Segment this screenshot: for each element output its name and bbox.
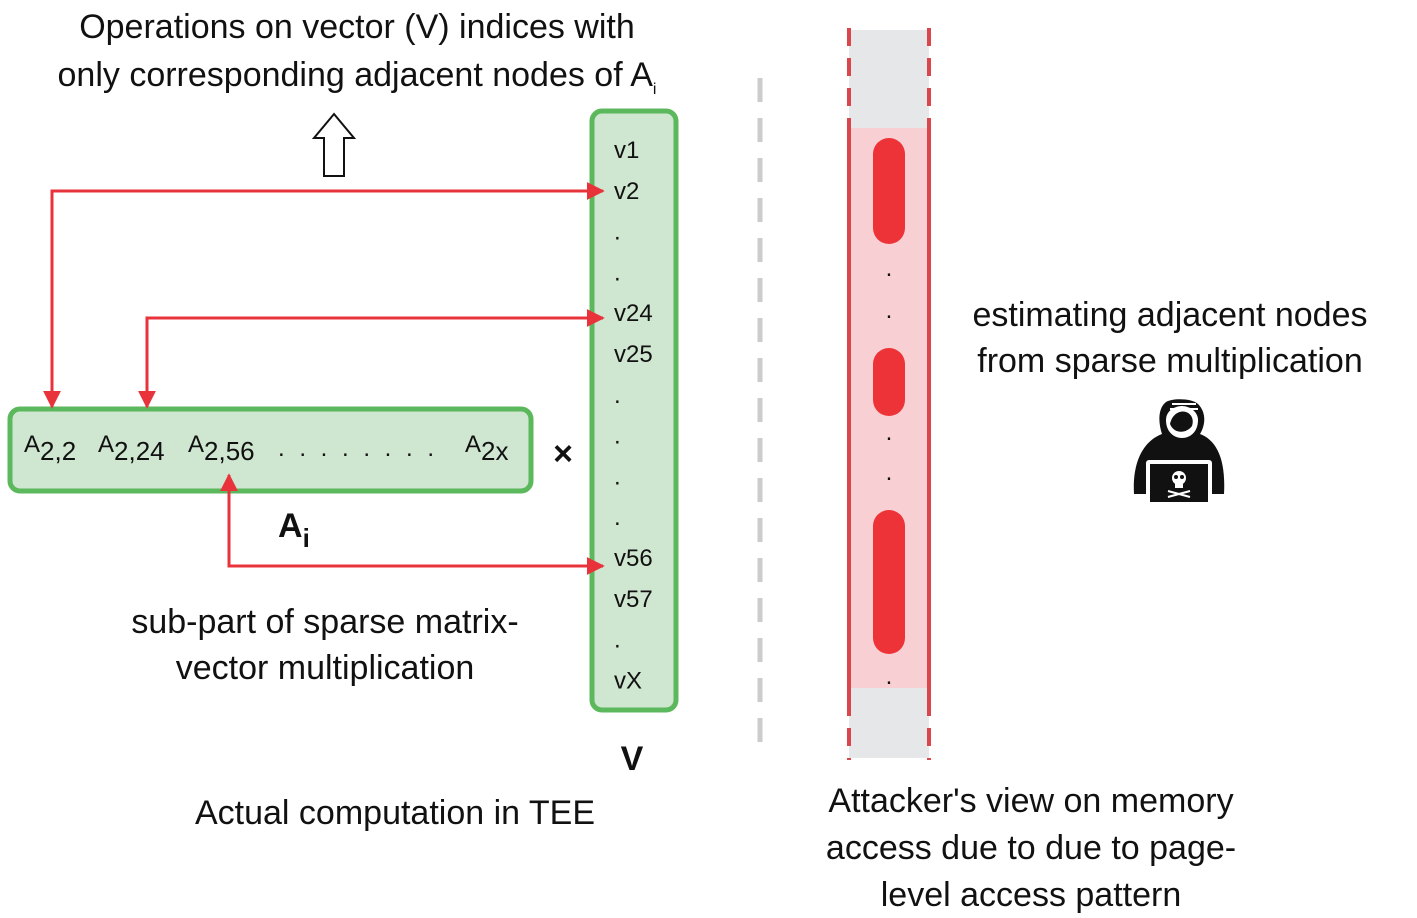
memory-access-block-2 xyxy=(873,348,905,416)
vector-entry: v24 xyxy=(614,300,653,327)
memory-access-block-3 xyxy=(873,510,905,654)
memory-access-block-1 xyxy=(873,138,905,244)
memory-dot: . xyxy=(886,297,893,324)
attacker-caption-line1: estimating adjacent nodes xyxy=(972,296,1367,334)
hacker-icon xyxy=(1133,399,1225,506)
multiply-symbol: × xyxy=(553,435,573,473)
top-caption-line2: only corresponding adjacent nodes of Ai xyxy=(58,56,657,98)
attacker-view-caption-line3: level access pattern xyxy=(881,876,1182,914)
arrow-a224-v24 xyxy=(138,309,605,409)
vector-entries: v1 v2.. v24 v25.... v56 v57. vX xyxy=(614,137,653,694)
vector-entry: . xyxy=(614,219,621,246)
vector-label: V xyxy=(621,740,644,778)
memory-dot: . xyxy=(886,255,893,282)
up-arrow-icon xyxy=(311,112,357,177)
attacker-view-caption-line1: Attacker's view on memory xyxy=(828,782,1233,820)
subpart-caption-line1: sub-part of sparse matrix- xyxy=(131,603,518,641)
vector-entry: . xyxy=(614,382,621,409)
vector-entry: . xyxy=(614,463,621,490)
memory-column: . . . . . xyxy=(847,28,931,760)
vector-entry: v56 xyxy=(614,545,653,572)
vector-entry: vX xyxy=(614,667,642,694)
vector-entry: v2 xyxy=(614,178,639,205)
top-caption-line1: Operations on vector (V) indices with xyxy=(79,8,635,46)
row-entry-a22: A2,2 xyxy=(24,431,76,466)
memory-grey-top xyxy=(849,30,929,128)
vector-entry: v25 xyxy=(614,341,653,368)
vector-entry: v57 xyxy=(614,586,653,613)
vector-box xyxy=(589,108,679,713)
vector-entry: . xyxy=(614,504,621,531)
arrow-a22-v2 xyxy=(43,182,605,409)
row-entry-a256: A2,56 xyxy=(188,431,255,466)
row-entry-a224: A2,24 xyxy=(98,431,165,466)
memory-dot: . xyxy=(886,663,893,690)
attacker-view-caption-line2: access due to due to page- xyxy=(826,829,1236,867)
attacker-caption-line2: from sparse multiplication xyxy=(977,342,1362,380)
tee-caption: Actual computation in TEE xyxy=(195,794,595,832)
vector-entry: v1 xyxy=(614,137,639,164)
row-label: Ai xyxy=(278,507,310,553)
vector-entry: . xyxy=(614,627,621,654)
row-ellipsis: . . . . . . . . xyxy=(278,435,438,462)
memory-dot: . xyxy=(886,419,893,446)
row-entries: A2,2 A2,24 A2,56 . . . . . . . . A2x xyxy=(24,431,508,466)
subpart-caption-line2: vector multiplication xyxy=(176,649,475,687)
row-box xyxy=(7,406,534,494)
memory-grey-bottom xyxy=(849,688,929,758)
row-entry-a2x: A2x xyxy=(465,431,508,466)
vector-entry: . xyxy=(614,259,621,286)
memory-dot: . xyxy=(886,459,893,486)
vector-entry: . xyxy=(614,423,621,450)
arrow-a256-v56 xyxy=(220,473,605,575)
